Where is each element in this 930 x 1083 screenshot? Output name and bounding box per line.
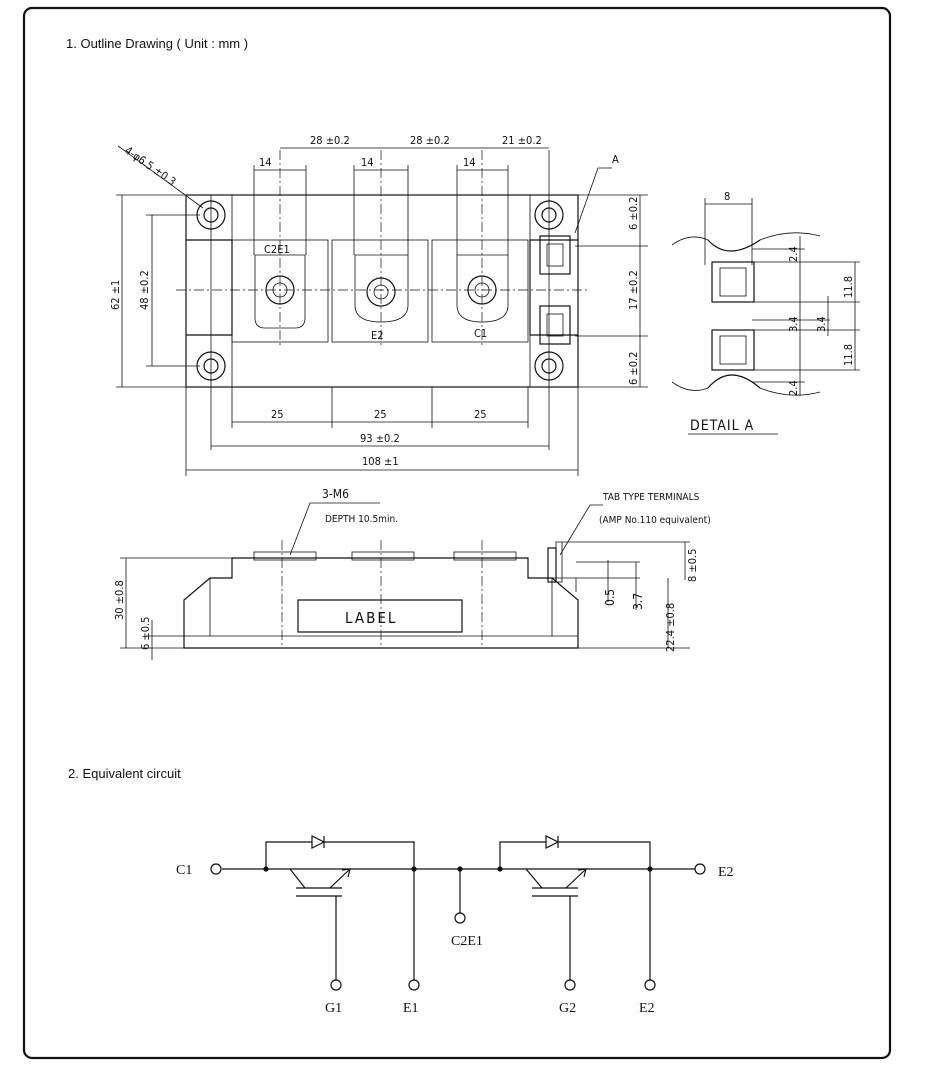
label-e2-bottom: E2 <box>639 1001 655 1016</box>
detail-title: DETAIL A <box>690 418 754 434</box>
dim-pitch-1: 28 ±0.2 <box>310 134 350 147</box>
dim-seg-3: 25 <box>474 408 487 421</box>
diode-2 <box>545 835 560 849</box>
terminal-label-c1: C1 <box>474 327 487 340</box>
side-d05: 0.5 <box>603 589 617 606</box>
terminal-label-c2e1: C2E1 <box>264 243 290 256</box>
dim-right-top: 6 ±0.2 <box>627 197 640 230</box>
side-d224: 22.4 ±0.8 <box>664 603 677 652</box>
dim-height-holes: 48 ±0.2 <box>138 270 151 310</box>
side-label: LABEL <box>345 609 397 627</box>
label-g1: G1 <box>325 1001 342 1016</box>
side-m6: 3-M6 <box>322 487 349 501</box>
label-g2: G2 <box>559 1001 576 1016</box>
side-body <box>183 557 579 649</box>
page-frame <box>22 6 892 1060</box>
detail-dim-6: 2.4 <box>787 380 800 396</box>
detail-dim-2: 11.8 <box>842 276 855 298</box>
node-e2-bottom <box>644 979 656 991</box>
node-c1 <box>210 863 222 875</box>
dim-holes-span: 93 ±0.2 <box>360 432 400 445</box>
node-e2-right <box>694 863 706 875</box>
label-e2-right: E2 <box>718 865 734 880</box>
module-body <box>185 194 579 388</box>
detail-marker: A <box>612 153 619 166</box>
label-c2e1: C2E1 <box>451 934 483 949</box>
dim-overall: 108 ±1 <box>362 455 399 468</box>
detail-dim-1: 2.4 <box>787 246 800 262</box>
dim-tab-3: 14 <box>463 156 476 169</box>
dim-pitch-3: 21 ±0.2 <box>502 134 542 147</box>
side-height: 30 ±0.8 <box>113 580 126 620</box>
detail-dim-4: 3.4 <box>815 316 828 332</box>
dim-hole: 4-φ6.5 ±0.3 <box>122 144 178 189</box>
label-c1: C1 <box>176 863 192 878</box>
diode-1 <box>311 835 326 849</box>
dim-seg-2: 25 <box>374 408 387 421</box>
terminal-pad-e2 <box>331 239 429 343</box>
side-tab-type: TAB TYPE TERMINALS <box>602 492 700 503</box>
node-c2e1 <box>454 912 466 924</box>
top-view: C2E1 E2 C1 28 ±0.2 28 ±0.2 21 ±0.2 14 14… <box>109 134 648 476</box>
node-g1 <box>330 979 342 991</box>
side-base: 6 ±0.5 <box>139 617 152 650</box>
side-d37: 3.7 <box>631 593 645 610</box>
dim-right-bot: 6 ±0.2 <box>627 352 640 385</box>
detail-width: 8 <box>724 190 730 203</box>
circuit-heading: 2. Equivalent circuit <box>68 766 181 781</box>
dim-seg-1: 25 <box>271 408 284 421</box>
side-label-box <box>297 599 463 633</box>
detail-dim-5: 11.8 <box>842 344 855 366</box>
side-amp: (AMP No.110 equivalent) <box>599 515 711 526</box>
dim-pitch-2: 28 ±0.2 <box>410 134 450 147</box>
dim-height-total: 62 ±1 <box>109 280 122 310</box>
side-view: 3-M6 DEPTH 10.5min. TAB TYPE TERMINALS (… <box>113 487 711 660</box>
label-e1: E1 <box>403 1001 419 1016</box>
terminal-pad-c1 <box>431 239 529 343</box>
node-g2 <box>564 979 576 991</box>
detail-a-view: 8 2.4 11.8 3.4 3.4 11.8 2.4 DETAIL A <box>671 190 860 435</box>
node-e1 <box>408 979 420 991</box>
side-tab-height: 8 ±0.5 <box>686 549 699 582</box>
dim-tab-1: 14 <box>259 156 272 169</box>
detail-dim-3: 3.4 <box>787 316 800 332</box>
equivalent-circuit: C1 E2 G1 E1 C2E1 <box>176 835 734 1016</box>
dim-right-mid: 17 ±0.2 <box>627 270 640 310</box>
terminal-label-e2: E2 <box>371 329 384 342</box>
dim-tab-2: 14 <box>361 156 374 169</box>
side-depth: DEPTH 10.5min. <box>325 514 398 525</box>
outline-heading: 1. Outline Drawing ( Unit : mm ) <box>66 36 248 51</box>
